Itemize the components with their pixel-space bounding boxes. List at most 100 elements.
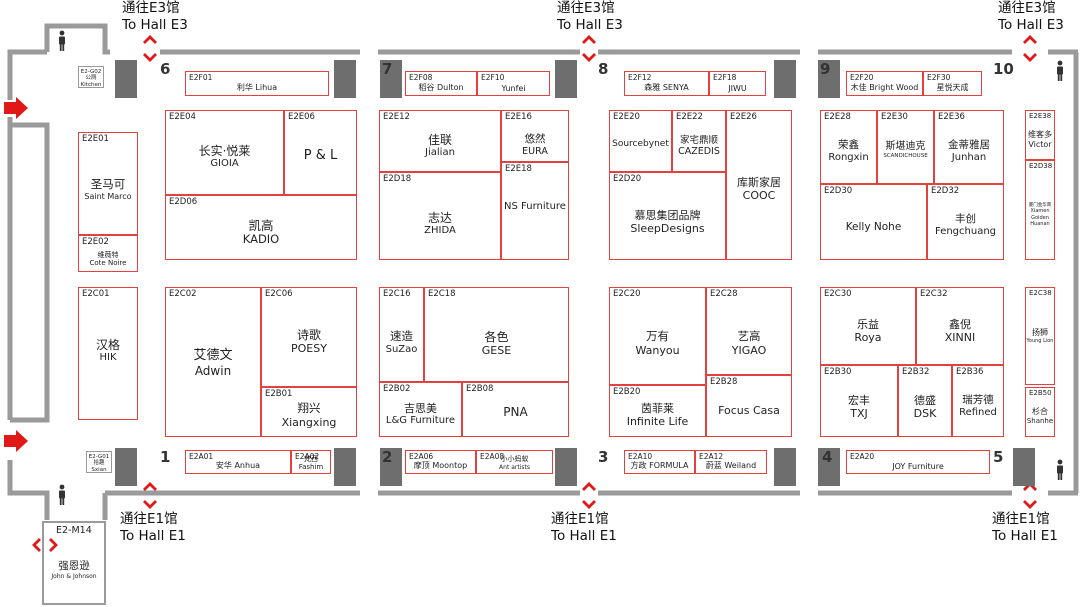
booth-b50[interactable]: E2B50 杉合 Shanhe bbox=[1025, 387, 1055, 437]
booth-a06[interactable]: E2A06 摩顶 Moontop bbox=[405, 450, 476, 474]
booth-name: 小小蚂蚁 bbox=[500, 455, 529, 463]
booth-code: E2B20 bbox=[613, 387, 641, 397]
booth-c38[interactable]: E2C38 扬狮 Young Lion bbox=[1025, 287, 1055, 385]
booth-e26[interactable]: E2E26 库斯家居 COOC bbox=[726, 110, 792, 260]
service-booth-g01[interactable]: E2-G01 拾趣 Sxian bbox=[86, 451, 112, 473]
booth-e28[interactable]: E2E28 荣鑫 Rongxin bbox=[820, 110, 877, 184]
booth-e30[interactable]: E2E30 斯堪迪克 SCANDICHOUSE bbox=[877, 110, 934, 184]
booth-label: 乐益 Roya bbox=[821, 318, 915, 344]
booth-label: Focus Casa bbox=[707, 404, 791, 417]
booth-label: 丰创 Fengchuang bbox=[928, 213, 1003, 238]
booth-name-en: Young Lion bbox=[1026, 337, 1054, 344]
booth-c02[interactable]: E2C02 艾德文 Adwin bbox=[165, 287, 261, 437]
booth-label: 长实·悦莱 GIOIA bbox=[166, 144, 283, 170]
booth-e06[interactable]: E2E06 P & L bbox=[284, 110, 357, 195]
booth-f10[interactable]: E2F10 Yunfei bbox=[477, 71, 550, 96]
booth-b08[interactable]: E2B08 PNA bbox=[462, 382, 569, 437]
booth-a20[interactable]: E2A20 JOY Furniture bbox=[846, 450, 990, 474]
booth-code: E2C06 bbox=[265, 289, 293, 299]
booth-label: 瑞芳德 Refined bbox=[953, 394, 1003, 419]
pillar bbox=[334, 448, 356, 486]
booth-e18[interactable]: E2E18 NS Furniture bbox=[501, 162, 569, 260]
booth-d06[interactable]: E2D06 凯高 KADIO bbox=[165, 195, 357, 260]
pillar-number: 1 bbox=[160, 448, 171, 466]
booth-e22[interactable]: E2E22 家宅鼎顺 CAZEDIS bbox=[672, 110, 726, 172]
booth-d30[interactable]: E2D30 Kelly Nohe bbox=[820, 184, 927, 260]
booth-c28[interactable]: E2C28 艺高 YIGAO bbox=[706, 287, 792, 375]
booth-label: 荣鑫 Rongxin bbox=[821, 139, 876, 164]
booth-f30[interactable]: E2F30 星悦天成 bbox=[923, 71, 982, 96]
booth-f12[interactable]: E2F12 森雅 SENYA bbox=[624, 71, 709, 96]
booth-f18[interactable]: E2F18 JIWU bbox=[709, 71, 766, 96]
booth-a01[interactable]: E2A01 安华 Anhua bbox=[185, 450, 291, 474]
booth-c18[interactable]: E2C18 各色 GESE bbox=[424, 287, 569, 382]
booth-code: E2D06 bbox=[169, 197, 198, 207]
booth-name-en: SuZao bbox=[385, 343, 418, 355]
booth-name-en: Infinite Life bbox=[626, 415, 689, 429]
updown-arrow-icon bbox=[143, 35, 157, 62]
booth-d38[interactable]: E2D38 厦门金华南 Xiamen Golden Huanan bbox=[1025, 160, 1055, 260]
booth-e01[interactable]: E2E01 圣马可 Saint Marco bbox=[78, 132, 138, 235]
booth-e02[interactable]: E2E02 维薇特 Cote Noire bbox=[78, 235, 138, 272]
booth-c20[interactable]: E2C20 万有 Wanyou bbox=[609, 287, 706, 385]
booth-c01[interactable]: E2C01 汉格 HIK bbox=[78, 287, 138, 420]
booth-a02[interactable]: E2A02 梵西 Fashim bbox=[291, 450, 331, 474]
pillar-number: 9 bbox=[820, 60, 831, 78]
booth-a08[interactable]: E2A08 小小蚂蚁 Ant artists bbox=[476, 450, 553, 474]
booth-e20[interactable]: E2E20 Sourcebynet bbox=[609, 110, 672, 172]
booth-label: 凯高 KADIO bbox=[166, 218, 356, 247]
booth-name-cn: 丰创 bbox=[955, 213, 976, 225]
booth-e04[interactable]: E2E04 长实·悦莱 GIOIA bbox=[165, 110, 284, 195]
booth-b30[interactable]: E2B30 宏丰 TXJ bbox=[820, 365, 898, 437]
booth-b28[interactable]: E2B28 Focus Casa bbox=[706, 375, 792, 437]
booth-c16[interactable]: E2C16 速造 SuZao bbox=[379, 287, 424, 382]
booth-e16[interactable]: E2E16 悠然 EURA bbox=[501, 110, 569, 162]
booth-e12[interactable]: E2E12 佳联 Jialian bbox=[379, 110, 501, 172]
pillar bbox=[380, 60, 402, 98]
pillar bbox=[1013, 448, 1035, 486]
booth-e38[interactable]: E2E38 维客多 Victor bbox=[1025, 110, 1055, 160]
booth-code: E2E20 bbox=[613, 112, 640, 122]
booth-b02[interactable]: E2B02 吉思美 L&G Furniture bbox=[379, 382, 462, 437]
booth-name-cn: 维薇特 bbox=[97, 251, 119, 259]
pillar-number: 2 bbox=[382, 448, 393, 466]
booth-c30[interactable]: E2C30 乐益 Roya bbox=[820, 287, 916, 365]
booth-e36[interactable]: E2E36 金蒂雅居 Junhan bbox=[934, 110, 1004, 184]
booth-c32[interactable]: E2C32 鑫倪 XINNI bbox=[916, 287, 1004, 365]
booth-d32[interactable]: E2D32 丰创 Fengchuang bbox=[927, 184, 1004, 260]
booth-name-cn: 宏丰 bbox=[848, 394, 870, 407]
booth-a12[interactable]: E2A12 蔚蓝 Weiland bbox=[695, 450, 767, 474]
booth-d20[interactable]: E2D20 慕思集团品牌 SleepDesigns bbox=[609, 172, 726, 260]
direction-cn: 通往E3馆 bbox=[998, 0, 1056, 16]
booth-b36[interactable]: E2B36 瑞芳德 Refined bbox=[952, 365, 1004, 437]
booth-name-cn: 长实·悦莱 bbox=[198, 144, 251, 158]
booth-name-en: Refined bbox=[959, 406, 997, 418]
service-booth-g02[interactable]: E2-G02 公厕 Kitchen bbox=[78, 66, 104, 88]
booth-name-en: John & Johnson bbox=[51, 572, 97, 580]
booth-code: E2E18 bbox=[505, 164, 532, 174]
booth-f20[interactable]: E2F20 木佳 Bright Wood bbox=[846, 71, 923, 96]
booth-name-en: CAZEDIS bbox=[678, 146, 720, 158]
booth-m14[interactable]: 强恩逊 John & Johnson bbox=[43, 560, 105, 580]
booth-name-cn: 德盛 bbox=[914, 394, 936, 407]
booth-f01[interactable]: E2F01 利华 Lihua bbox=[185, 71, 329, 96]
booth-name-en: HIK bbox=[99, 352, 117, 364]
booth-name-cn: 斯堪迪克 bbox=[885, 141, 926, 152]
booth-label: 家宅鼎顺 CAZEDIS bbox=[673, 135, 725, 158]
booth-name-en: SleepDesigns bbox=[630, 222, 705, 236]
booth-b01[interactable]: E2B01 翔兴 Xiangxing bbox=[261, 387, 357, 437]
booth-code: E2D38 bbox=[1029, 162, 1053, 170]
booth-name-cn: 厦门金华南 bbox=[1028, 203, 1052, 208]
booth-name-en: Sxian bbox=[91, 466, 107, 473]
booth-code: E2C38 bbox=[1029, 289, 1052, 297]
booth-label: 翔兴 Xiangxing bbox=[262, 401, 356, 429]
booth-f08[interactable]: E2F08 稻谷 Dulton bbox=[405, 71, 477, 96]
entrance-arrow-bottom-icon bbox=[4, 430, 28, 452]
booth-name: 森雅 SENYA bbox=[644, 83, 689, 92]
booth-b20[interactable]: E2B20 茵菲莱 Infinite Life bbox=[609, 385, 706, 437]
booth-name-cn: 艾德文 bbox=[193, 348, 233, 363]
booth-c06[interactable]: E2C06 诗歌 POESY bbox=[261, 287, 357, 387]
booth-b32[interactable]: E2B32 德盛 DSK bbox=[898, 365, 952, 437]
booth-d18[interactable]: E2D18 志达 ZHIDA bbox=[379, 172, 501, 260]
booth-a10[interactable]: E2A10 方政 FORMULA bbox=[624, 450, 695, 474]
